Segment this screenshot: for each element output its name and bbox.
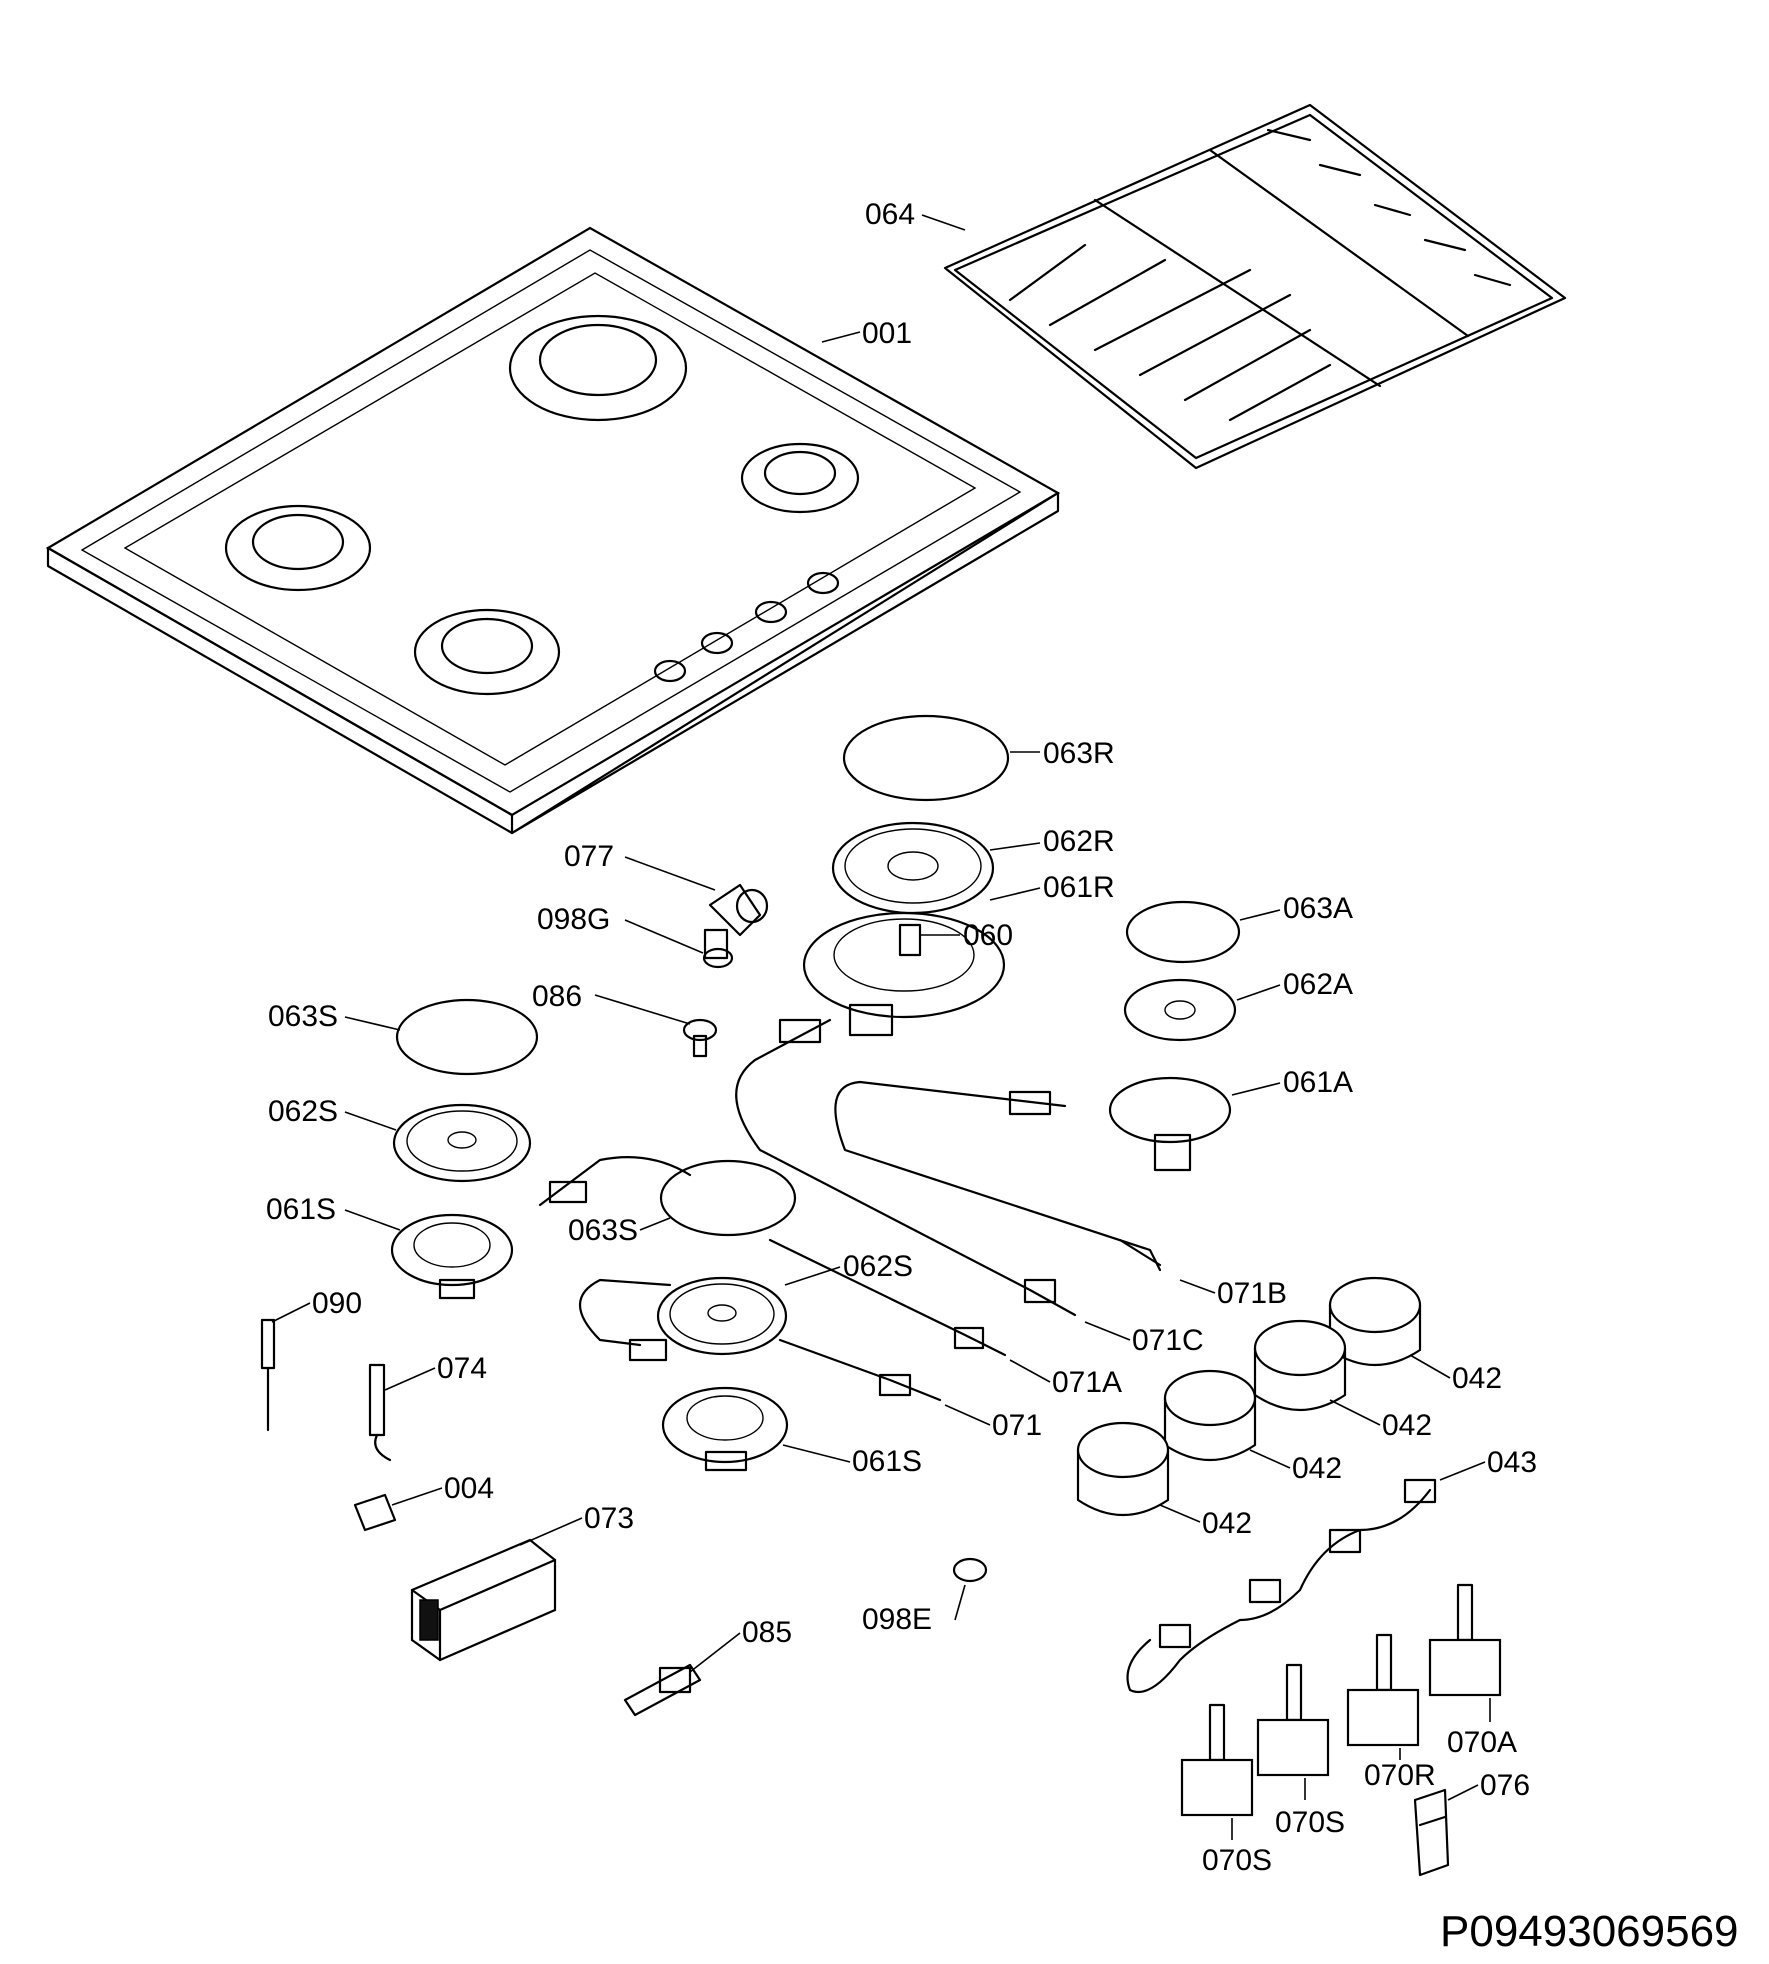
burner-body-061S-left bbox=[390, 1213, 514, 1300]
burner-body-061S-front bbox=[661, 1386, 789, 1472]
burner-opening-aux bbox=[740, 442, 860, 514]
hob-top-plate bbox=[45, 226, 1061, 835]
control-knob-2 bbox=[1253, 1319, 1347, 1411]
control-knob-3 bbox=[1163, 1369, 1257, 1461]
label-085: 085 bbox=[742, 1616, 792, 1649]
label-062S-front: 062S bbox=[843, 1250, 913, 1283]
gas-tap-070S-front bbox=[1180, 1703, 1254, 1817]
label-061S-front: 061S bbox=[852, 1445, 922, 1478]
washer-098G bbox=[702, 947, 734, 969]
washer-098E bbox=[952, 1557, 988, 1583]
label-063R: 063R bbox=[1043, 737, 1115, 770]
label-042-1: 042 bbox=[1452, 1362, 1502, 1395]
label-070A: 070A bbox=[1447, 1726, 1517, 1759]
label-042-3: 042 bbox=[1292, 1452, 1342, 1485]
burner-cap-063S-front bbox=[659, 1159, 797, 1237]
label-061R: 061R bbox=[1043, 871, 1115, 904]
pan-support-grid bbox=[943, 103, 1567, 470]
knob-hole bbox=[653, 659, 687, 683]
label-062A: 062A bbox=[1283, 968, 1353, 1001]
knob-hole bbox=[754, 600, 788, 624]
thermocouple-090 bbox=[260, 1318, 276, 1432]
flame-spreader-062S-left bbox=[392, 1103, 532, 1183]
label-071: 071 bbox=[992, 1409, 1042, 1442]
label-064: 064 bbox=[865, 198, 915, 231]
label-086: 086 bbox=[532, 980, 582, 1013]
burner-cap-063R bbox=[842, 714, 1010, 802]
gas-pipe-071B bbox=[834, 1080, 1162, 1272]
label-076: 076 bbox=[1480, 1769, 1530, 1802]
switch-085 bbox=[623, 1663, 702, 1717]
ignition-generator-073 bbox=[410, 1538, 557, 1662]
flame-spreader-062A bbox=[1123, 978, 1237, 1042]
gas-pipe-071 bbox=[578, 1278, 942, 1402]
knob-hole bbox=[806, 571, 840, 595]
label-042-4: 042 bbox=[1202, 1507, 1252, 1540]
label-073: 073 bbox=[584, 1502, 634, 1535]
electrode-074 bbox=[368, 1363, 392, 1462]
label-071A: 071A bbox=[1052, 1366, 1122, 1399]
label-063S-front: 063S bbox=[568, 1214, 638, 1247]
label-061S-left: 061S bbox=[266, 1193, 336, 1226]
bracket-076 bbox=[1413, 1788, 1450, 1877]
label-062R: 062R bbox=[1043, 825, 1115, 858]
control-knob-4 bbox=[1076, 1421, 1170, 1516]
label-001: 001 bbox=[862, 317, 912, 350]
flame-spreader-062S-front bbox=[656, 1276, 788, 1356]
control-knob-1 bbox=[1328, 1276, 1422, 1366]
burner-opening-rapid bbox=[508, 314, 688, 422]
label-071B: 071B bbox=[1217, 1277, 1287, 1310]
clip-004 bbox=[353, 1493, 397, 1532]
burner-cap-063S-left bbox=[395, 998, 539, 1076]
gas-tap-070A bbox=[1428, 1583, 1502, 1697]
label-063A: 063A bbox=[1283, 892, 1353, 925]
burner-opening-semi-front bbox=[413, 608, 561, 696]
label-074: 074 bbox=[437, 1352, 487, 1385]
screw-086 bbox=[682, 1018, 718, 1058]
gas-tap-070R bbox=[1346, 1633, 1420, 1747]
injector-060 bbox=[898, 923, 922, 957]
label-070S-back: 070S bbox=[1275, 1806, 1345, 1839]
label-062S-left: 062S bbox=[268, 1095, 338, 1128]
flame-spreader-062R bbox=[831, 821, 995, 915]
label-098E: 098E bbox=[862, 1603, 932, 1636]
knob-hole bbox=[700, 631, 734, 655]
gas-tap-070S-back bbox=[1256, 1663, 1330, 1777]
label-063S-left: 063S bbox=[268, 1000, 338, 1033]
label-061A: 061A bbox=[1283, 1066, 1353, 1099]
label-077: 077 bbox=[564, 840, 614, 873]
burner-cap-063A bbox=[1125, 900, 1241, 964]
label-070R: 070R bbox=[1364, 1759, 1436, 1792]
drawing-code: P09493069569 bbox=[1440, 1907, 1739, 1956]
label-070S-front: 070S bbox=[1202, 1844, 1272, 1877]
burner-body-061A bbox=[1108, 1076, 1232, 1172]
gas-pipe-071C bbox=[735, 1018, 1077, 1317]
label-060: 060 bbox=[963, 919, 1013, 952]
microswitch-harness-043 bbox=[1126, 1478, 1437, 1694]
label-004: 004 bbox=[444, 1472, 494, 1505]
label-071C: 071C bbox=[1132, 1324, 1204, 1357]
label-043: 043 bbox=[1487, 1446, 1537, 1479]
burner-opening-semi-left bbox=[224, 504, 372, 592]
label-098G: 098G bbox=[537, 903, 610, 936]
gas-pipe-071A bbox=[538, 1156, 1007, 1357]
label-042-2: 042 bbox=[1382, 1409, 1432, 1442]
burner-body-061R bbox=[802, 911, 1006, 1037]
elbow-077 bbox=[703, 883, 769, 960]
label-090: 090 bbox=[312, 1287, 362, 1320]
